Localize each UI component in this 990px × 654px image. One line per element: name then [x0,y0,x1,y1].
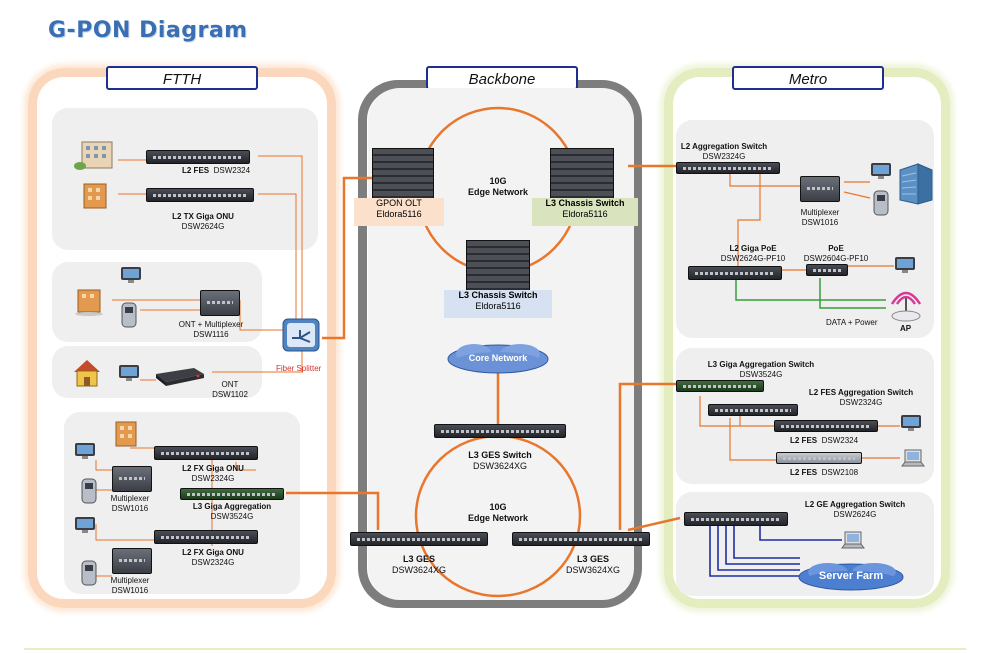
core-network-cloud-icon [444,340,552,376]
footer-divider [24,648,966,650]
metro-zone-label: Metro [732,66,884,90]
fiber-splitter-label: Fiber Splitter [276,364,322,373]
l3-ges-left-device [350,532,488,546]
phone-icon [872,190,890,216]
l2-giga-poe-device [688,266,782,280]
fiber-splitter-icon [282,318,320,352]
metro-multiplexer-device [800,176,840,202]
multiplexer-a-device [112,466,152,492]
l2-fes-agg-device [708,404,798,416]
l2-fx-onu-a-device [154,446,258,460]
l2-fes-device [146,150,250,164]
l2-aggregation-switch-device [676,162,780,174]
l2-fes-label: L2 FES DSW2324 [182,166,251,175]
monitor-icon [870,162,892,180]
poe-device [806,264,848,276]
l2-fes-a-label: L2 FES DSW2324 [790,436,859,445]
office-building-icon [80,180,110,210]
l2-fes-b-device [776,452,862,464]
phone-icon [80,478,98,504]
office-tower-icon [896,160,936,206]
l2-ge-agg-device [684,512,788,526]
l3-giga-aggregation-device [180,488,284,500]
monitor-icon [120,266,142,284]
l2-fx-onu-b-device [154,530,258,544]
ges-metro-ge-link [627,516,681,532]
l2-fes-b-label: L2 FES DSW2108 [790,468,859,477]
l3-chassis-mid [466,240,530,292]
l3-chassis-right [550,148,614,202]
wireless-ap-icon [886,284,926,322]
l2-fes-a-device [774,420,878,432]
office-building-icon [110,420,142,448]
ftth-panel-building [52,108,318,250]
phone-icon [120,302,138,328]
server-farm-label: Server Farm [818,570,884,582]
l3-ges-switch-device [434,424,566,438]
ont-device-icon [154,364,206,388]
multiplexer-b-device [112,548,152,574]
ont-multiplexer-device [200,290,240,316]
phone-icon [80,560,98,586]
house-icon [72,358,102,388]
monitor-icon [118,364,140,382]
ges-metro-agg-link [618,382,676,530]
monitor-icon [74,516,96,534]
page-title: G-PON Diagram [48,18,248,43]
onu-ges-link [286,491,380,530]
ftth-panel-onu [64,412,300,594]
ap-label: AP [900,324,912,333]
monitor-icon [894,256,916,274]
server-farm-cloud-icon [796,560,906,592]
laptop-icon [900,448,926,470]
core-network-label: Core Network [468,353,528,363]
monitor-icon [74,442,96,460]
l3-ges-right-device [512,532,650,546]
data-power-label: DATA + Power [826,318,878,327]
olt-splitter-link [322,176,376,340]
metro-panel-top [676,120,934,338]
l3-giga-agg-metro-device [676,380,764,392]
l2-tx-giga-onu-device [146,188,254,202]
apartment-building-icon [74,136,118,172]
ftth-zone-label: FTTH [106,66,258,90]
monitor-icon [900,414,922,432]
office-building-icon [72,286,106,316]
laptop-icon [840,530,866,552]
gpon-olt-chassis [372,148,434,202]
